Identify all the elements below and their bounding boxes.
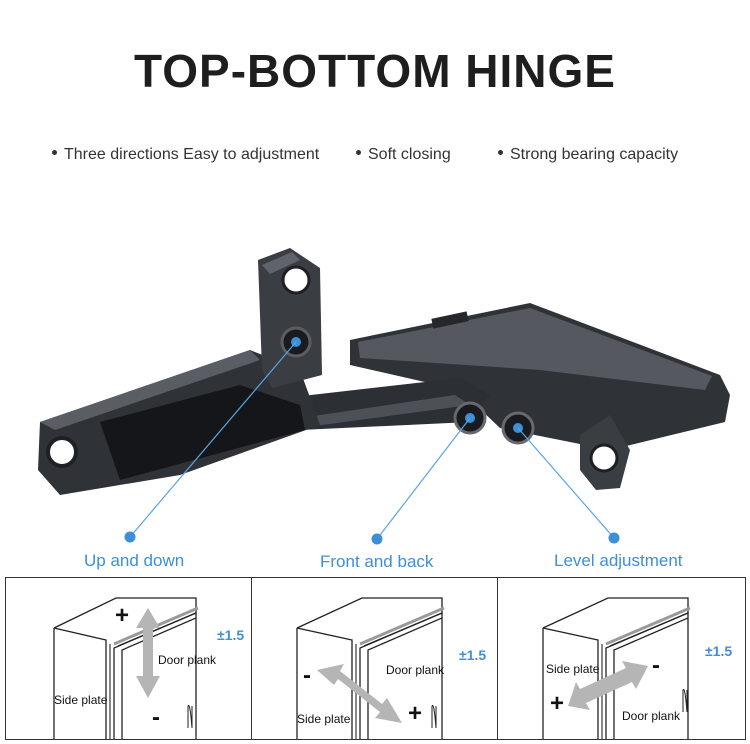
bullet-icon bbox=[52, 150, 57, 156]
callout-line bbox=[517, 427, 615, 539]
side-plate-label: Side plate bbox=[54, 693, 108, 707]
cabinet-drawing bbox=[53, 597, 199, 739]
side-plate-label: Side plate bbox=[546, 662, 600, 676]
diagram-front-back: - + ±1.5 Door plank Side plate bbox=[251, 577, 498, 740]
dimension-label: ±1.5 bbox=[459, 647, 487, 663]
diagram-up-down: + - ±1.5 Door plank Side plate bbox=[5, 577, 252, 740]
arrow-up-down-icon bbox=[136, 608, 160, 698]
minus-sign: - bbox=[652, 652, 660, 679]
bullet-icon bbox=[498, 150, 503, 156]
feature-list: Three directions Easy to adjustment Soft… bbox=[0, 146, 750, 166]
feature-item: Three directions Easy to adjustment bbox=[52, 146, 319, 164]
feature-text: Soft closing bbox=[368, 146, 451, 163]
feature-item: Strong bearing capacity bbox=[498, 146, 678, 164]
cabinet-drawing bbox=[542, 597, 691, 739]
door-plank-label: Door plank bbox=[386, 663, 445, 677]
cabinet-drawing bbox=[296, 597, 445, 739]
door-plank-label: Door plank bbox=[622, 709, 681, 723]
minus-sign: - bbox=[152, 704, 160, 731]
arrow-level-icon bbox=[568, 661, 648, 710]
callout-line bbox=[129, 341, 297, 538]
hinge-illustration bbox=[38, 248, 730, 545]
side-plate-label: Side plate bbox=[297, 712, 351, 726]
page-title: TOP-BOTTOM HINGE bbox=[134, 45, 616, 97]
plus-sign: + bbox=[115, 602, 130, 629]
plus-sign: + bbox=[408, 700, 423, 727]
arrow-front-back-icon bbox=[317, 664, 402, 723]
plus-sign: + bbox=[550, 690, 565, 717]
feature-item: Soft closing bbox=[356, 146, 451, 164]
callout-level: Level adjustment bbox=[554, 551, 683, 570]
dimension-label: ±1.5 bbox=[217, 627, 245, 643]
callout-dot bbox=[124, 531, 136, 543]
door-plank-label: Door plank bbox=[158, 653, 217, 667]
callout-up-down: Up and down bbox=[84, 551, 185, 570]
dimension-label: ±1.5 bbox=[705, 643, 733, 659]
bullet-icon bbox=[356, 150, 361, 156]
diagram-level: + - ±1.5 Door plank Side plate bbox=[497, 577, 746, 740]
callout-front-back: Front and back bbox=[320, 552, 434, 571]
callout-dot bbox=[608, 532, 620, 544]
feature-text: Three directions Easy to adjustment bbox=[64, 146, 320, 163]
minus-sign: - bbox=[303, 662, 311, 689]
feature-text: Strong bearing capacity bbox=[510, 146, 679, 163]
callout-dot bbox=[371, 533, 383, 545]
adjustment-diagrams: + - ±1.5 Door plank Side plate - + ±1.5 … bbox=[0, 577, 750, 744]
callout-line bbox=[376, 417, 471, 540]
